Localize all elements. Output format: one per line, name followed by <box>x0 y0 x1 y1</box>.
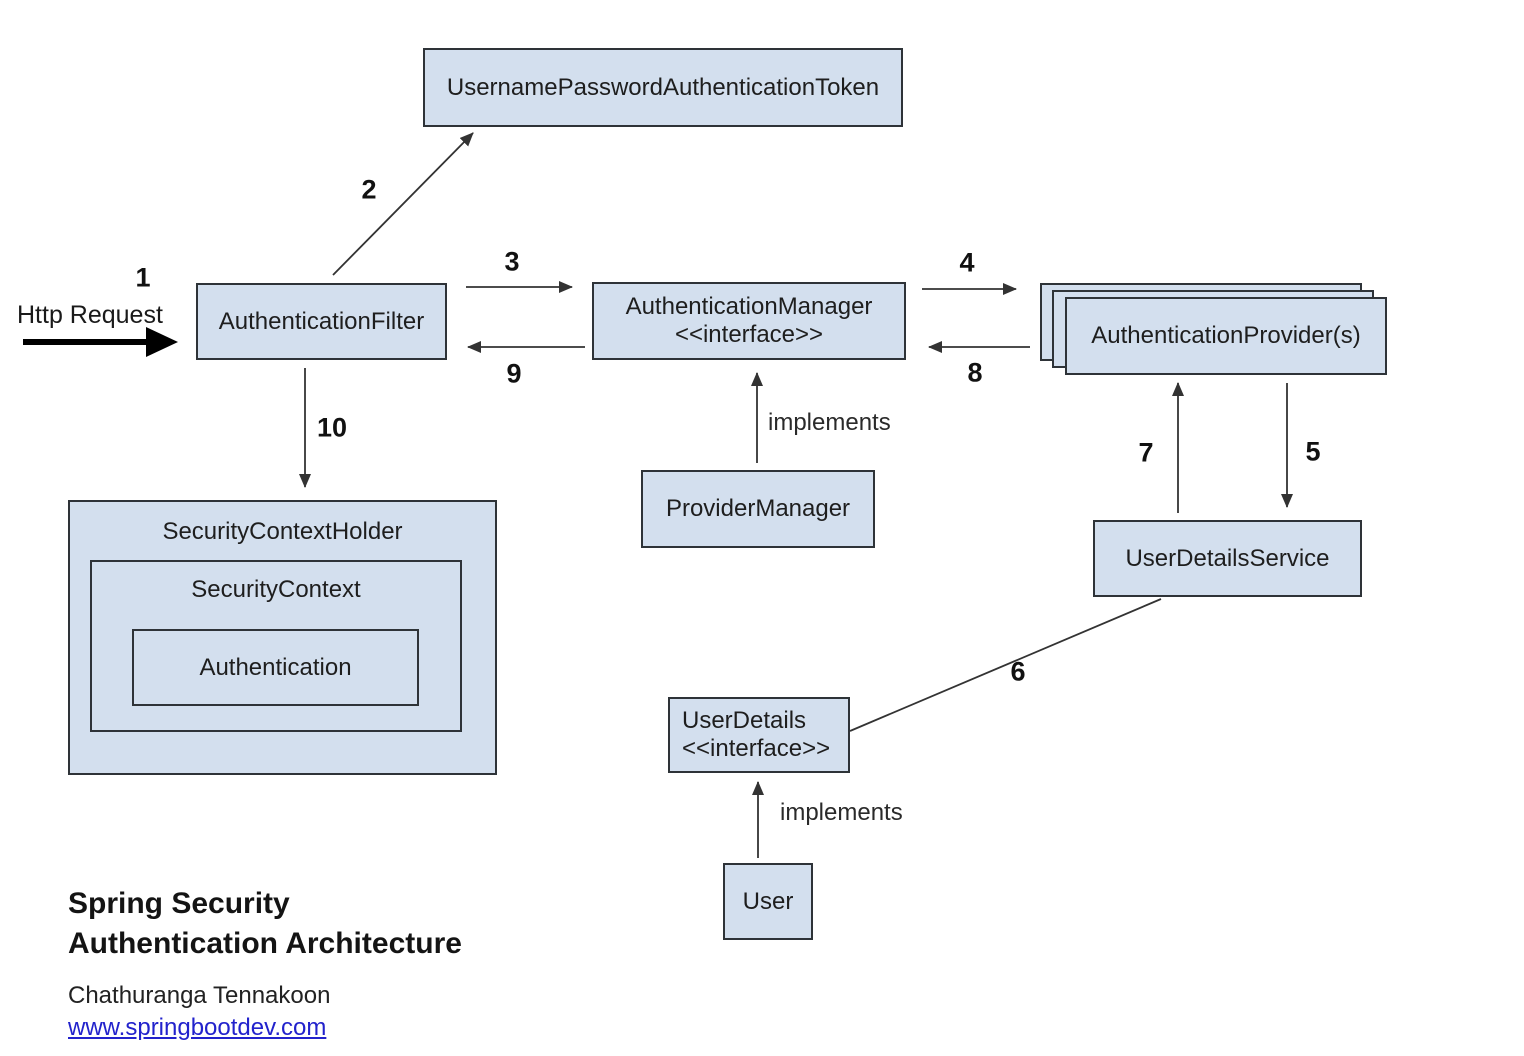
node-security-context-holder: SecurityContextHolder SecurityContext Au… <box>68 500 497 775</box>
node-authentication-manager: AuthenticationManager <<interface>> <box>592 282 906 360</box>
line-6-userdetails-to-uds <box>849 598 1162 732</box>
http-request-label: Http Request <box>17 301 163 329</box>
node-authentication-providers: AuthenticationProvider(s) <box>1065 297 1387 375</box>
step-number-5: 5 <box>1305 436 1321 467</box>
node-label: User <box>742 887 794 915</box>
node-provider-manager: ProviderManager <box>641 470 875 548</box>
node-authentication: Authentication <box>132 629 419 706</box>
node-label: ProviderManager <box>665 495 851 522</box>
node-username-password-authentication-token: UsernamePasswordAuthenticationToken <box>423 48 903 127</box>
node-label: SecurityContext <box>191 576 361 603</box>
node-authentication-providers-stack: AuthenticationProvider(s) <box>1040 283 1390 378</box>
step-number-7: 7 <box>1138 437 1154 468</box>
website-link[interactable]: www.springbootdev.com <box>68 1014 327 1041</box>
node-stereotype: <<interface>> <box>674 321 824 348</box>
http-request-arrowhead <box>146 327 178 357</box>
diagram-title: Spring Security Authentication Architect… <box>68 884 462 964</box>
step-number-8: 8 <box>967 357 983 388</box>
step-number-1: 1 <box>135 262 151 293</box>
node-user-details: UserDetails <<interface>> <box>668 697 850 773</box>
node-label: SecurityContextHolder <box>162 518 403 545</box>
node-label: UsernamePasswordAuthenticationToken <box>446 73 880 101</box>
step-number-4: 4 <box>959 247 975 278</box>
implements-label-provider-manager: implements <box>768 409 891 436</box>
step-number-10: 10 <box>316 412 348 443</box>
node-stereotype: <<interface>> <box>682 735 831 762</box>
node-user: User <box>723 863 813 940</box>
step-number-9: 9 <box>506 358 522 389</box>
arrow-2-filter-to-token <box>332 132 474 276</box>
node-authentication-filter: AuthenticationFilter <box>196 283 447 360</box>
diagram-title-line1: Spring Security <box>68 887 290 920</box>
node-label: UserDetailsService <box>1125 544 1330 572</box>
node-label: AuthenticationProvider(s) <box>1091 322 1361 349</box>
node-label: AuthenticationManager <box>625 293 873 320</box>
diagram-title-line2: Authentication Architecture <box>68 927 462 960</box>
step-number-3: 3 <box>504 246 520 277</box>
step-number-2: 2 <box>361 174 377 205</box>
node-label: AuthenticationFilter <box>218 307 425 335</box>
node-label: UserDetails <box>682 707 807 734</box>
step-number-6: 6 <box>1010 656 1026 687</box>
implements-label-user: implements <box>780 799 903 826</box>
node-security-context: SecurityContext Authentication <box>90 560 462 732</box>
node-user-details-service: UserDetailsService <box>1093 520 1362 597</box>
node-label: Authentication <box>199 653 352 681</box>
author-name: Chathuranga Tennakoon <box>68 982 331 1009</box>
